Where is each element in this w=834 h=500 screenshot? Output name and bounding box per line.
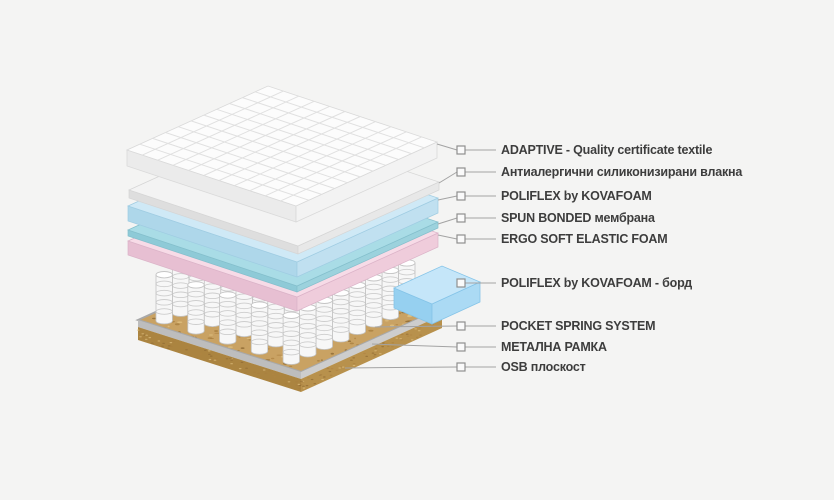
osb-board-edge [136, 315, 442, 392]
label-marker [456, 321, 466, 331]
border-box-top-face [393, 265, 481, 305]
leader-line [437, 234, 458, 240]
label-marker [456, 362, 466, 372]
frame-band-right [301, 308, 442, 379]
osb-edge-texture [136, 321, 439, 390]
foam-border-box [393, 265, 481, 325]
quilt-stitch-pattern [139, 90, 425, 202]
label-marker [456, 234, 466, 244]
frame-band-left [138, 320, 301, 379]
leader-line [438, 171, 458, 184]
osb-band-left [138, 327, 301, 392]
leader-line [437, 217, 458, 225]
leader-line [436, 143, 458, 151]
label-marker [456, 278, 466, 288]
quilt-top-face [125, 85, 439, 207]
leader-line [371, 343, 458, 348]
leader-line [437, 195, 458, 201]
label-markers [456, 145, 466, 372]
label-marker [456, 191, 466, 201]
label-marker [456, 167, 466, 177]
leader-line [344, 366, 458, 369]
leader-line [374, 325, 458, 328]
leader-lines [344, 143, 496, 369]
label-marker [456, 213, 466, 223]
label-marker [456, 342, 466, 352]
label-marker [456, 145, 466, 155]
metal-frame [138, 308, 442, 379]
quilt-textile-layer [125, 85, 439, 223]
